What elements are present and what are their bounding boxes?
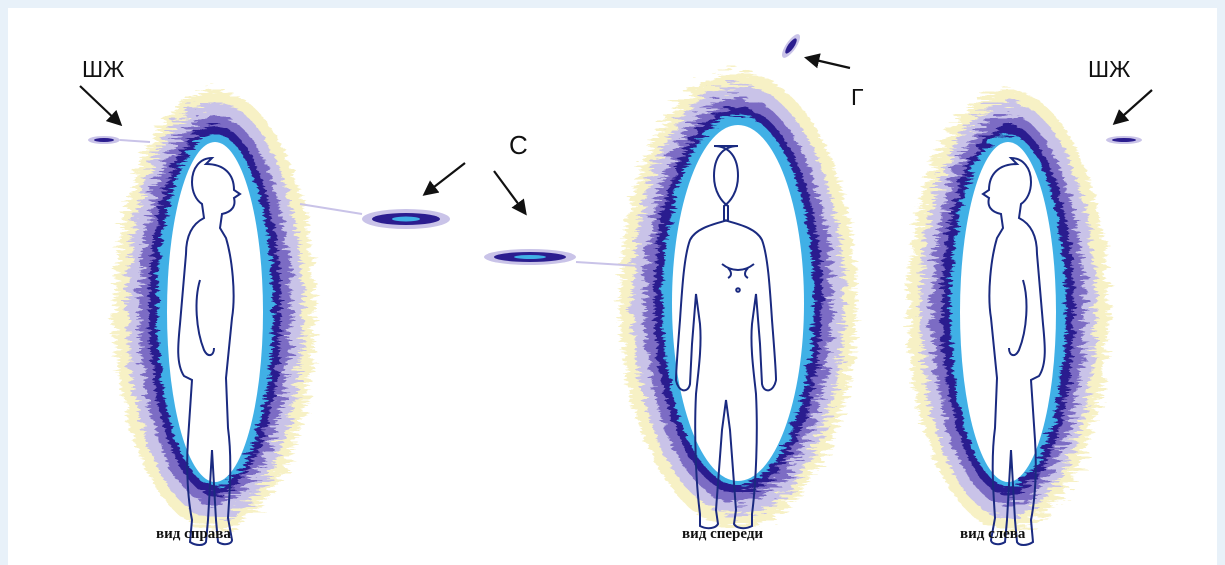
energy-blob-g: [779, 32, 803, 61]
aura-front-view: [620, 72, 856, 528]
label-shzh-left: ШЖ: [82, 58, 124, 81]
arrow-s2: [494, 171, 525, 213]
label-shzh-right: ШЖ: [1088, 58, 1130, 81]
caption-right-view: вид справа: [156, 526, 231, 543]
label-g: Г: [851, 86, 863, 109]
caption-left-view: вид слева: [960, 526, 1025, 543]
energy-blob-s1: [300, 204, 450, 229]
energy-blob-shzh-left: [88, 136, 150, 144]
energy-blob-s2: [484, 249, 640, 266]
aura-right-view: [115, 90, 315, 530]
energy-blob-shzh-right: [1106, 136, 1142, 144]
arrow-g: [807, 58, 850, 68]
arrow-s1: [425, 163, 465, 194]
arrow-shzh-right: [1115, 90, 1152, 123]
label-s: С: [509, 132, 528, 158]
caption-front-view: вид спереди: [682, 526, 763, 543]
aura-left-view: [908, 90, 1108, 530]
arrow-shzh-left: [80, 86, 120, 124]
